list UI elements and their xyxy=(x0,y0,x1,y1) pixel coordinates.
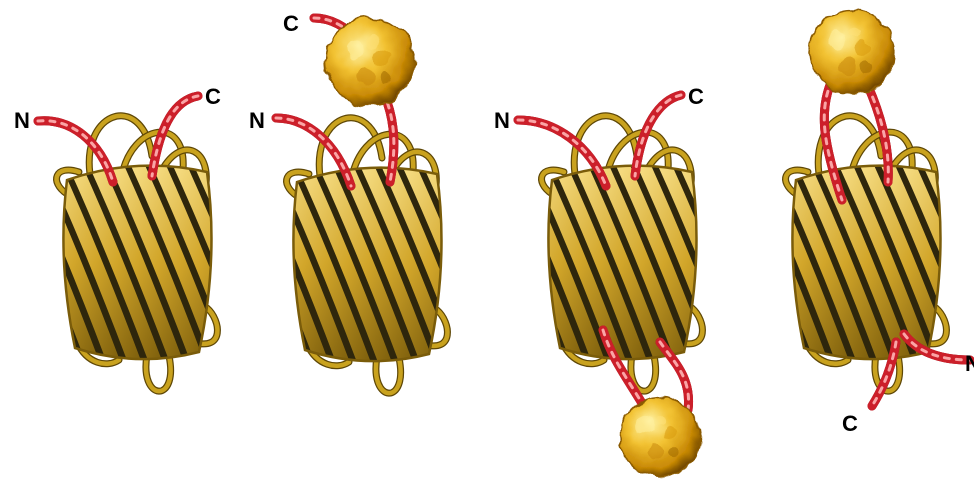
nanoparticle-texture xyxy=(379,71,391,83)
nanoparticle-texture xyxy=(668,445,679,456)
nanoparticle-texture xyxy=(663,426,677,440)
gold-nanoparticle xyxy=(810,10,894,94)
nanoparticle-texture xyxy=(366,36,377,47)
nanoparticle-texture xyxy=(357,69,375,87)
beta-strand xyxy=(447,148,543,382)
n-terminus-label: N xyxy=(249,108,265,133)
beta-strand xyxy=(0,148,37,382)
nanoparticle-body xyxy=(326,18,414,106)
nanoparticle-texture xyxy=(828,30,846,48)
nanoparticle-texture xyxy=(648,443,664,459)
n-terminus-label: N xyxy=(965,351,974,376)
beta-strand xyxy=(444,150,540,384)
nanoparticle-texture xyxy=(345,39,364,58)
nanoparticle-texture xyxy=(861,61,873,73)
c-terminus-label: C xyxy=(688,84,704,109)
gold-nanoparticle xyxy=(620,397,700,477)
protein-structure-3: N C xyxy=(405,84,795,477)
nanoparticle-texture xyxy=(849,28,860,39)
n-terminus-label: N xyxy=(494,108,510,133)
beta-strand xyxy=(943,148,974,382)
c-terminus-label: C xyxy=(842,411,858,436)
nanoparticle-texture xyxy=(657,414,667,424)
c-terminus-label: C xyxy=(283,11,299,36)
beta-barrel xyxy=(405,116,795,391)
protein-structure-4: C N xyxy=(649,10,974,436)
nanoparticle-body xyxy=(810,10,894,94)
beta-strand xyxy=(0,148,58,382)
beta-strand xyxy=(0,148,16,382)
nanoparticle-body xyxy=(620,397,700,477)
gold-nanoparticle xyxy=(326,18,414,106)
n-terminus-label: N xyxy=(14,108,30,133)
beta-strand xyxy=(691,148,787,382)
beta-strand xyxy=(699,148,795,382)
nanoparticle-texture xyxy=(637,416,655,434)
nanoparticle-texture xyxy=(373,50,389,66)
nanoparticle-texture xyxy=(855,40,870,55)
nanoparticle-texture xyxy=(839,58,856,75)
c-terminus-label: C xyxy=(205,84,221,109)
